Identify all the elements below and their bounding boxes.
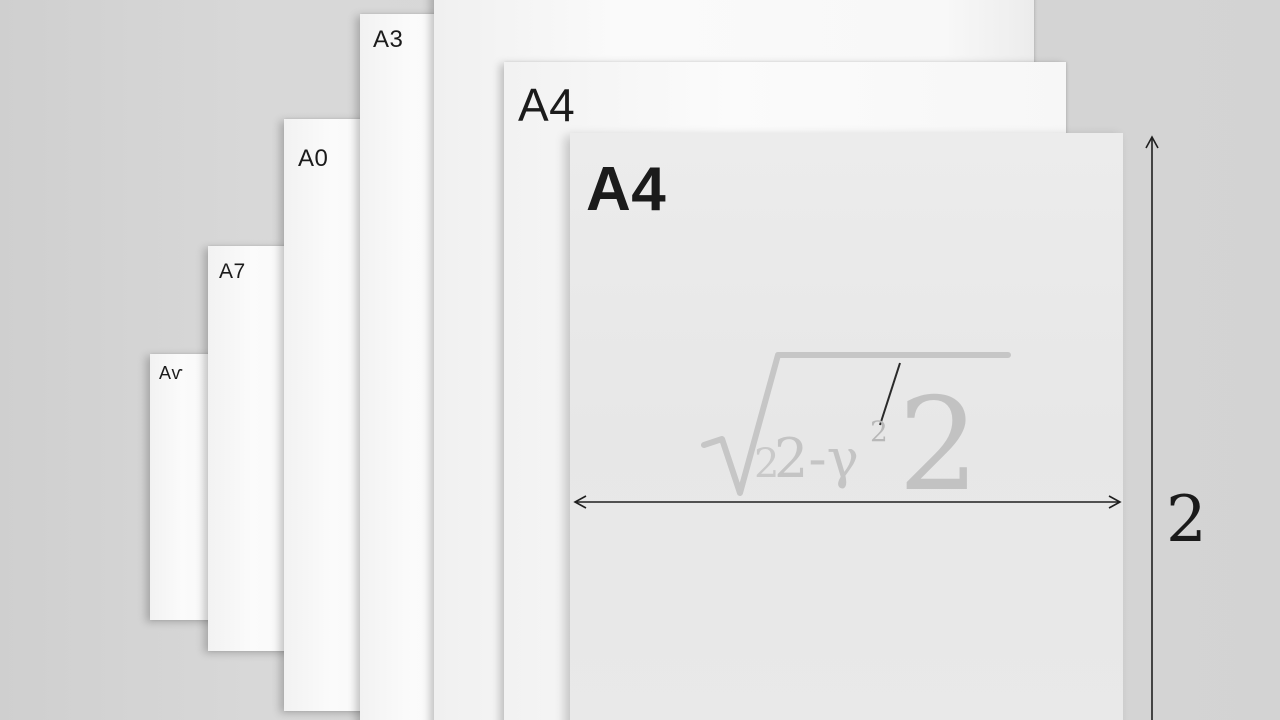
formula-stroke [879,362,901,426]
formula-segment: 2-γ [774,427,859,490]
height-dimension-label: 2 [1166,483,1207,557]
sheet-label: A3 [373,26,404,53]
sheet-label: A4 [586,155,667,224]
sheet-label: A7 [219,260,246,283]
radical-sign [701,352,1011,496]
sheet-label: A4 [518,79,576,131]
sheet-label: A0 [298,145,329,172]
sheet-label: Aѵ [159,363,184,383]
sqrt-formula: 2 2-γ 2 2 [701,352,1011,520]
formula-superscript: 2 [870,415,888,448]
sheet-a4-front: A4 [570,133,1123,720]
formula-small-2: 2 [754,441,779,487]
formula-big-2: 2 [898,371,979,520]
